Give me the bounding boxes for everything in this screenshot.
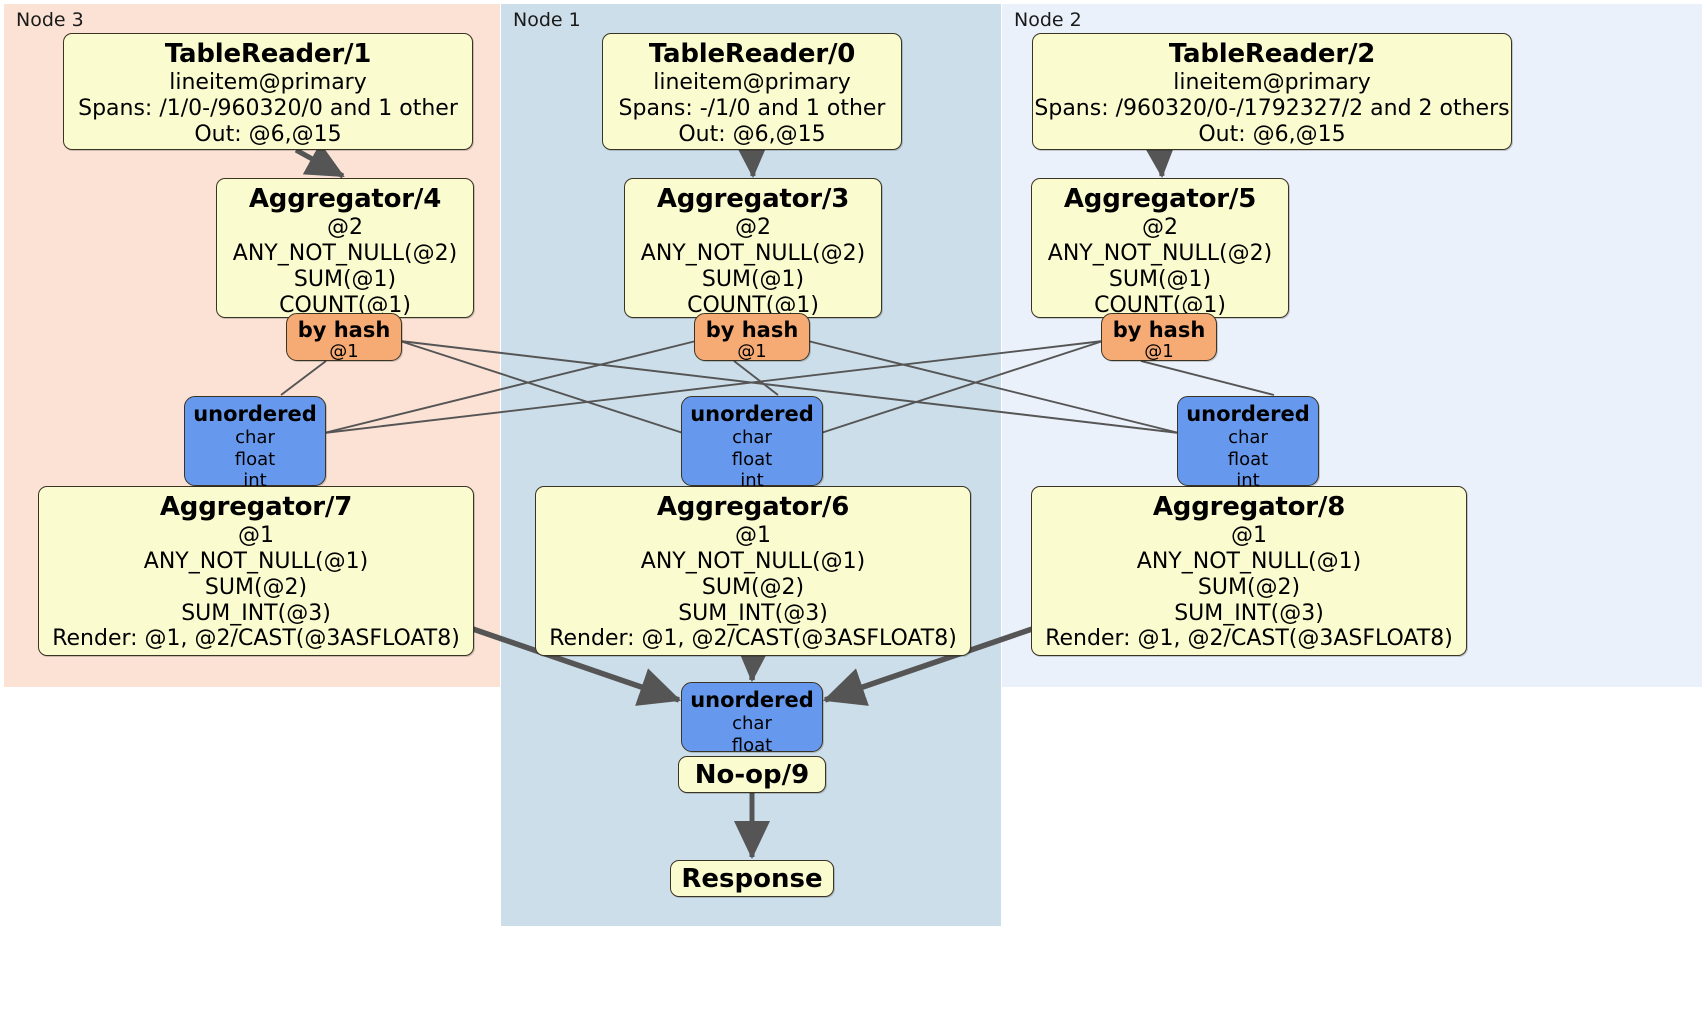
box-line: lineitem@primary xyxy=(653,69,851,95)
box-title: by hash xyxy=(705,318,799,342)
box-line: float xyxy=(731,734,773,756)
box-line: lineitem@primary xyxy=(169,69,367,95)
box-line: char xyxy=(235,427,275,449)
box-line: SUM(@2) xyxy=(204,574,308,600)
box-line: float xyxy=(1227,448,1269,470)
terminal-response[interactable]: Response xyxy=(670,860,834,897)
box-title: TableReader/2 xyxy=(1168,39,1376,69)
box-title: Aggregator/8 xyxy=(1152,492,1346,522)
box-title: unordered xyxy=(690,402,814,426)
box-title: TableReader/1 xyxy=(164,39,372,69)
box-line: SUM_INT(@3) xyxy=(1174,600,1324,626)
box-line: @2 xyxy=(327,214,363,240)
box-line: int xyxy=(1236,470,1260,492)
box-line: ANY_NOT_NULL(@1) xyxy=(1136,548,1362,574)
box-line: Render: @1, @2/CAST(@3ASFLOAT8) xyxy=(1045,626,1453,652)
box-line: lineitem@primary xyxy=(1173,69,1371,95)
router-by-hash-node-1[interactable]: by hash@1 xyxy=(694,313,810,363)
box-line: SUM_INT(@3) xyxy=(181,600,331,626)
partition-label-node-2: Node 2 xyxy=(1014,9,1082,31)
terminal-no-op-9[interactable]: No-op/9 xyxy=(678,756,826,793)
box-line: @1 xyxy=(329,341,359,363)
box-line: Spans: /1/0-/960320/0 and 1 other xyxy=(78,95,458,121)
box-line: SUM(@1) xyxy=(701,266,805,292)
box-line: @1 xyxy=(735,522,771,548)
box-line: ANY_NOT_NULL(@1) xyxy=(640,548,866,574)
box-line: Out: @6,@15 xyxy=(194,121,342,147)
box-line: SUM(@1) xyxy=(293,266,397,292)
box-line: @1 xyxy=(1144,341,1174,363)
box-line: char xyxy=(732,427,772,449)
box-line: Render: @1, @2/CAST(@3ASFLOAT8) xyxy=(52,626,460,652)
box-line: ANY_NOT_NULL(@2) xyxy=(232,240,458,266)
partition-label-node-1: Node 1 xyxy=(513,9,581,31)
box-title: by hash xyxy=(1112,318,1206,342)
box-line: int xyxy=(740,470,764,492)
box-line: @2 xyxy=(735,214,771,240)
box-line: int xyxy=(243,470,267,492)
router-by-hash-node-3[interactable]: by hash@1 xyxy=(286,313,402,363)
box-line: Spans: -/1/0 and 1 other xyxy=(618,95,886,121)
box-line: Out: @6,@15 xyxy=(1198,121,1346,147)
box-title: by hash xyxy=(297,318,391,342)
box-line: Spans: /960320/0-/1792327/2 and 2 others xyxy=(1034,95,1510,121)
box-line: float xyxy=(234,448,276,470)
box-title: unordered xyxy=(193,402,317,426)
box-line: SUM(@2) xyxy=(1197,574,1301,600)
box-line: SUM(@2) xyxy=(701,574,805,600)
box-title: Aggregator/5 xyxy=(1063,184,1257,214)
box-line: float xyxy=(731,448,773,470)
box-title: TableReader/0 xyxy=(648,39,856,69)
box-line: SUM(@1) xyxy=(1108,266,1212,292)
router-by-hash-node-2[interactable]: by hash@1 xyxy=(1101,313,1217,363)
box-line: ANY_NOT_NULL(@1) xyxy=(143,548,369,574)
box-line: @2 xyxy=(1142,214,1178,240)
box-title: Aggregator/3 xyxy=(656,184,850,214)
box-line: SUM_INT(@3) xyxy=(678,600,828,626)
box-title: Aggregator/4 xyxy=(248,184,442,214)
partition-label-node-3: Node 3 xyxy=(16,9,84,31)
box-line: Out: @6,@15 xyxy=(678,121,826,147)
box-title: Aggregator/6 xyxy=(656,492,850,522)
box-title: unordered xyxy=(1186,402,1310,426)
box-line: char xyxy=(1228,427,1268,449)
box-line: @1 xyxy=(737,341,767,363)
box-line: @1 xyxy=(1231,522,1267,548)
box-title: unordered xyxy=(690,688,814,712)
box-line: @1 xyxy=(238,522,274,548)
box-line: char xyxy=(732,713,772,735)
box-line: ANY_NOT_NULL(@2) xyxy=(1047,240,1273,266)
box-title: Aggregator/7 xyxy=(159,492,353,522)
box-line: Render: @1, @2/CAST(@3ASFLOAT8) xyxy=(549,626,957,652)
box-line: ANY_NOT_NULL(@2) xyxy=(640,240,866,266)
